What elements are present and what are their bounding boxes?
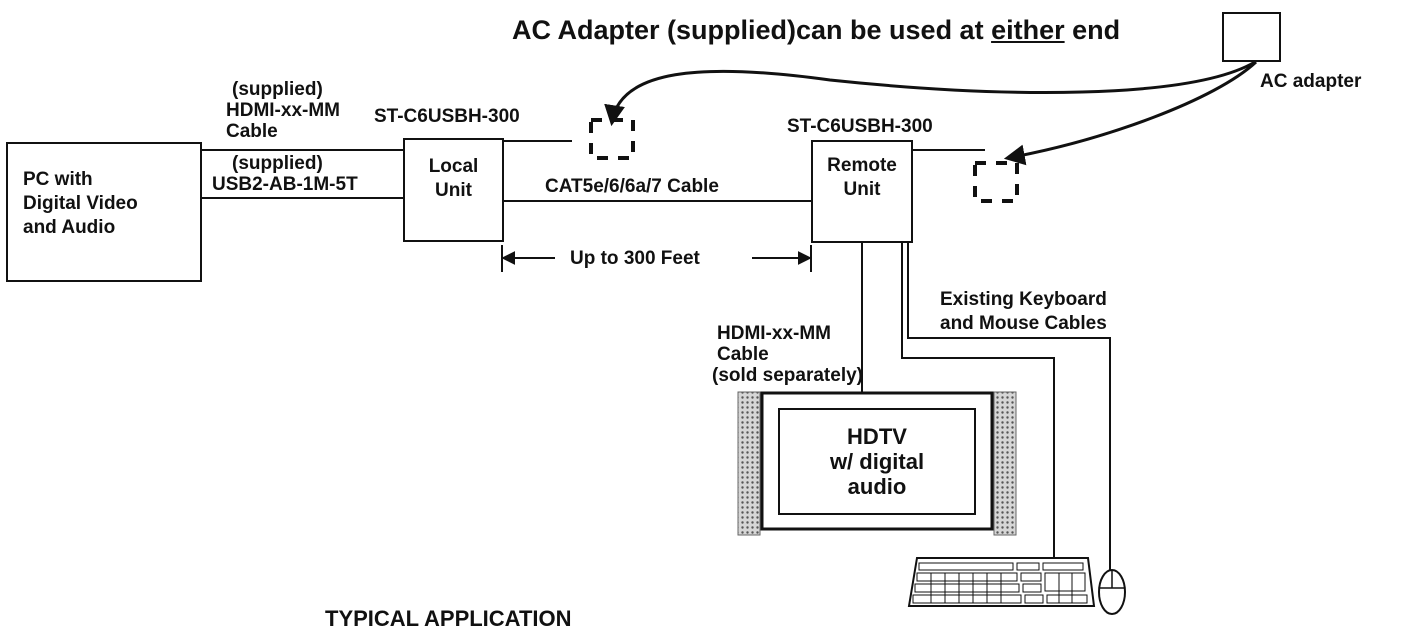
- local-unit-label-line: Local: [428, 156, 479, 177]
- usb-supplied-line: USB2-AB-1M-5T: [212, 174, 358, 195]
- mouse-cable-line: [907, 242, 1111, 570]
- hdmi-remote-label: HDMI-xx-MM Cable (sold separately): [712, 323, 863, 386]
- remote-power-jack: [973, 161, 1019, 203]
- pc-label: PC with Digital Video and Audio: [23, 168, 138, 240]
- local-unit-label: Local Unit: [403, 155, 504, 203]
- speaker-right: [993, 391, 1017, 536]
- pc-label-line: and Audio: [23, 217, 116, 238]
- ac-arrow-local: [604, 60, 1256, 127]
- remote-unit-label-line: Unit: [843, 179, 881, 200]
- usb-supplied-label: (supplied) USB2-AB-1M-5T: [212, 153, 358, 195]
- title-text-end: end: [1064, 15, 1121, 45]
- remote-unit-label-line: Remote: [827, 155, 897, 176]
- hdmi-remote-line: HDMI-xx-MM: [717, 323, 831, 344]
- cat-cable-label: CAT5e/6/6a/7 Cable: [545, 176, 719, 197]
- hdtv-label-line: w/ digital: [829, 449, 925, 474]
- keyboard-icon: [907, 557, 1096, 607]
- hdmi-supplied-label: (supplied) HDMI-xx-MM Cable: [226, 79, 340, 142]
- pc-box: [6, 142, 202, 282]
- keyboard-cable-line: [901, 242, 1055, 558]
- local-power-jack: [589, 118, 635, 160]
- hdmi-supplied-line: (supplied): [232, 79, 323, 100]
- remote-unit-label: Remote Unit: [811, 154, 913, 202]
- hdtv-screen: [778, 408, 976, 515]
- hdtv-label-line: HDTV: [847, 424, 907, 449]
- remote-unit-model: ST-C6USBH-300: [787, 116, 933, 137]
- local-unit-label-line: Unit: [435, 180, 472, 201]
- ac-adapter-label: AC adapter: [1260, 71, 1362, 92]
- kbd-mouse-cables-label: Existing Keyboard and Mouse Cables: [940, 288, 1107, 336]
- local-unit-box: [403, 138, 504, 242]
- ac-adapter-box: [1222, 12, 1281, 62]
- remote-unit-box: [811, 140, 913, 243]
- hdmi-remote-line: Cable: [717, 344, 769, 365]
- pc-label-line: Digital Video: [23, 193, 138, 214]
- diagram-title: AC Adapter (supplied)can be used at eith…: [512, 15, 1120, 45]
- local-unit-model: ST-C6USBH-300: [374, 106, 520, 127]
- hdtv-label: HDTV w/ digital audio: [779, 424, 975, 499]
- hdmi-supplied-line: HDMI-xx-MM: [226, 100, 340, 121]
- hdmi-supplied-line: Cable: [226, 121, 278, 142]
- usb-supplied-line: (supplied): [232, 153, 323, 174]
- footer-caption: TYPICAL APPLICATION: [325, 606, 572, 631]
- distance-label: Up to 300 Feet: [570, 248, 700, 269]
- hdtv-label-line: audio: [847, 474, 907, 499]
- ac-arrow-remote: [1003, 60, 1258, 166]
- pc-label-line: PC with: [23, 169, 93, 190]
- kbd-mouse-cables-line: Existing Keyboard: [940, 289, 1107, 310]
- speaker-left: [737, 391, 761, 536]
- title-text-start: AC Adapter (supplied)can be used at: [512, 15, 992, 45]
- title-emphasis: either: [991, 15, 1065, 45]
- hdmi-remote-line: (sold separately): [712, 365, 863, 386]
- mouse-icon: [1098, 569, 1126, 615]
- kbd-mouse-cables-line: and Mouse Cables: [940, 313, 1107, 334]
